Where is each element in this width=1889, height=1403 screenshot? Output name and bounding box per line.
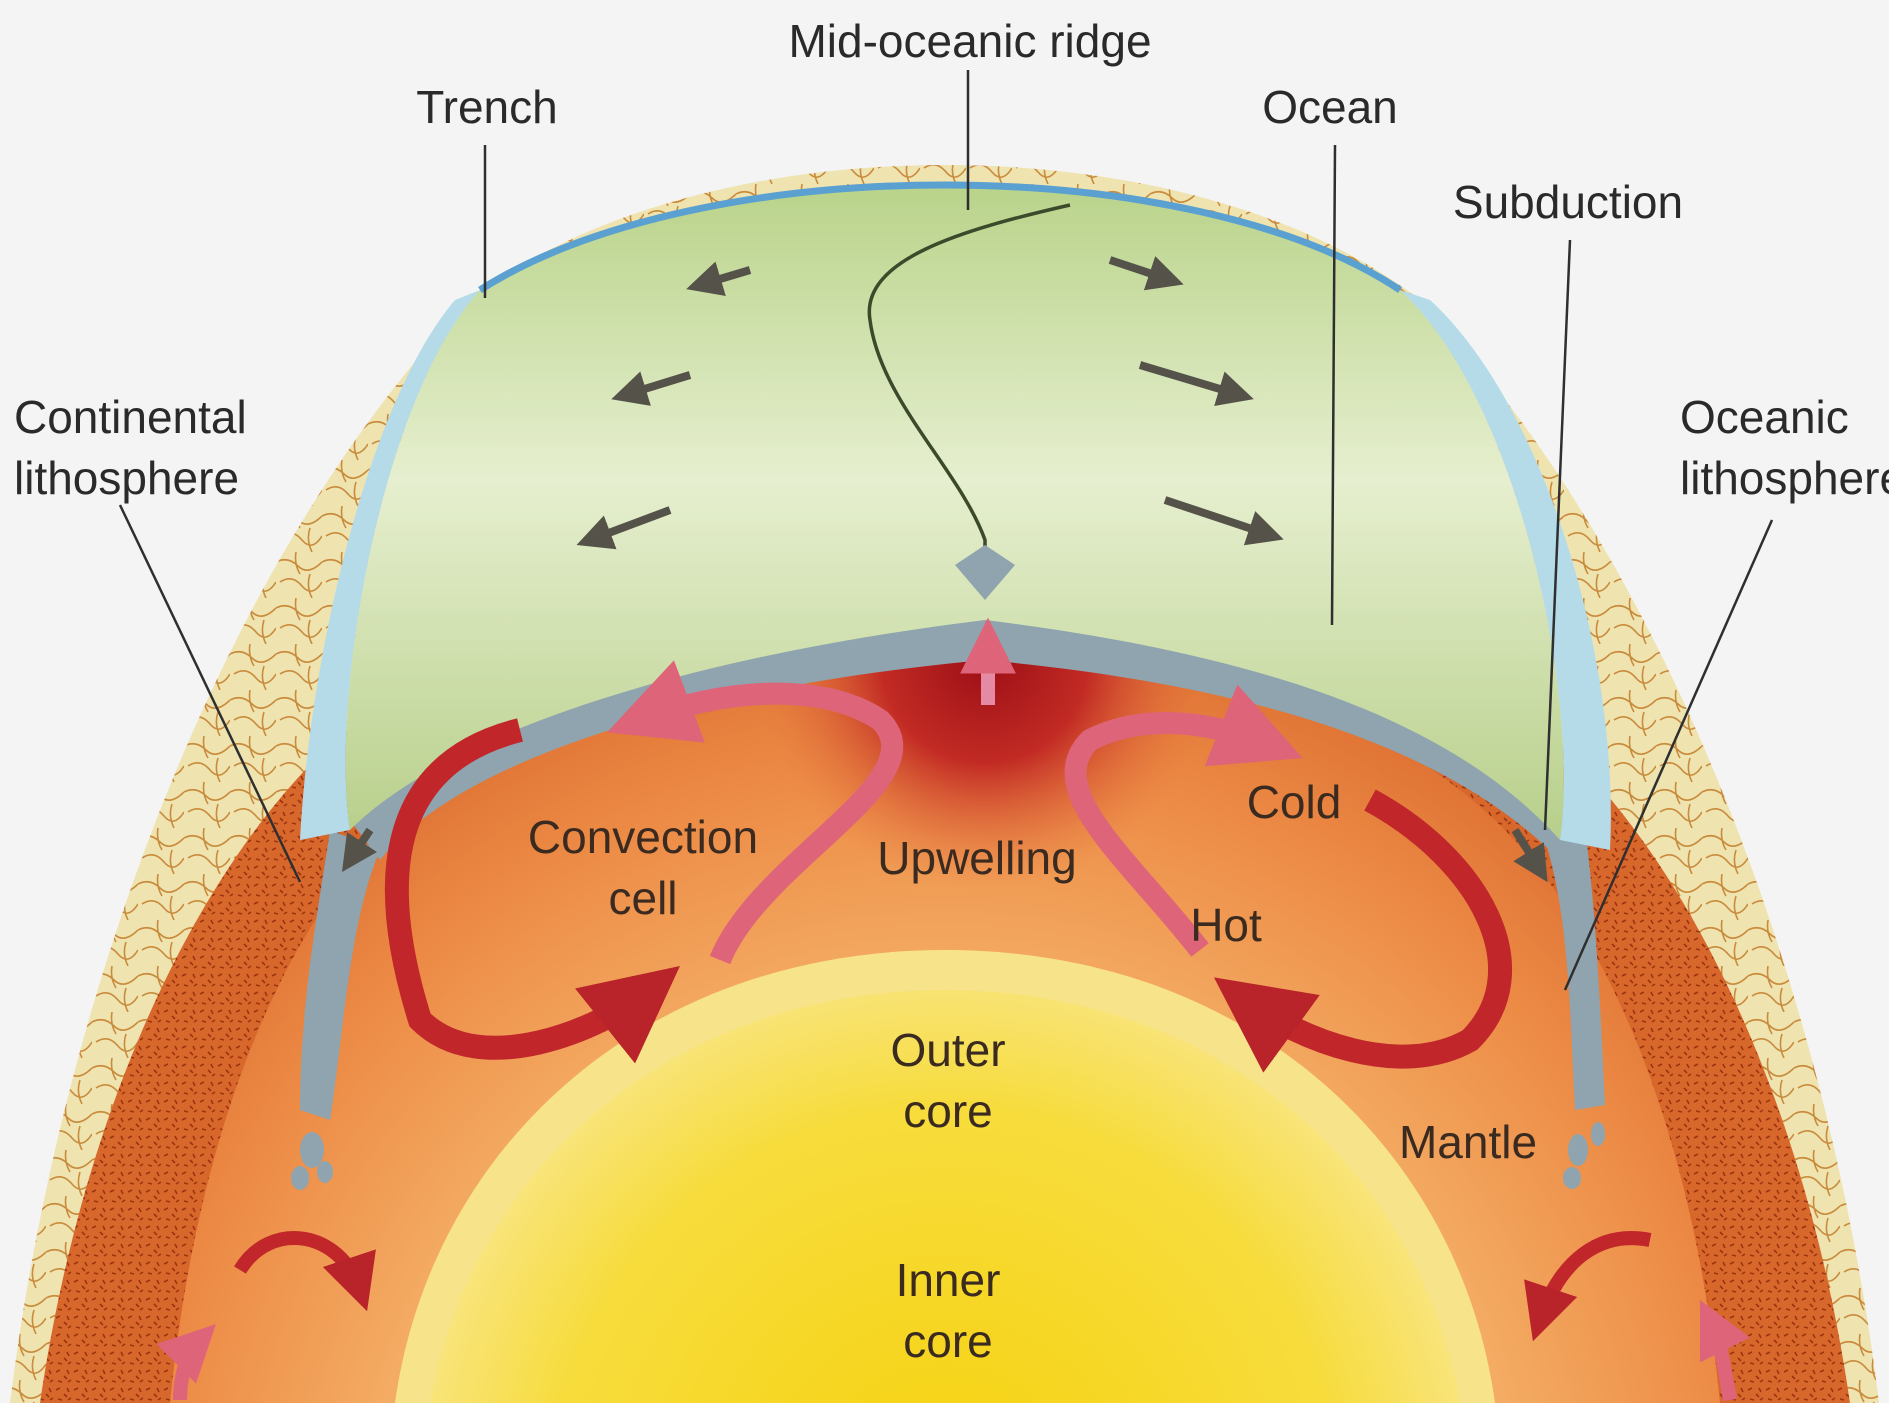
label-convection-cell-1: Convection bbox=[528, 811, 758, 863]
label-oceanic-lithosphere-1: Oceanic bbox=[1680, 391, 1849, 443]
label-inner-core-1: Inner bbox=[896, 1254, 1001, 1306]
label-inner-core-2: core bbox=[903, 1315, 992, 1367]
label-ocean: Ocean bbox=[1262, 81, 1398, 133]
label-continental-lithosphere-1: Continental bbox=[14, 391, 247, 443]
label-outer-core-2: core bbox=[903, 1085, 992, 1137]
label-oceanic-lithosphere-2: lithosphere bbox=[1680, 452, 1889, 504]
label-mid-oceanic-ridge: Mid-oceanic ridge bbox=[788, 15, 1151, 67]
label-upwelling: Upwelling bbox=[877, 832, 1076, 884]
label-subduction: Subduction bbox=[1453, 176, 1683, 228]
label-continental-lithosphere-2: lithosphere bbox=[14, 452, 239, 504]
label-hot: Hot bbox=[1190, 899, 1262, 951]
label-cold: Cold bbox=[1247, 776, 1342, 828]
label-trench: Trench bbox=[416, 81, 557, 133]
label-mantle: Mantle bbox=[1399, 1116, 1537, 1168]
label-convection-cell-2: cell bbox=[608, 872, 677, 924]
label-outer-core-1: Outer bbox=[890, 1024, 1005, 1076]
